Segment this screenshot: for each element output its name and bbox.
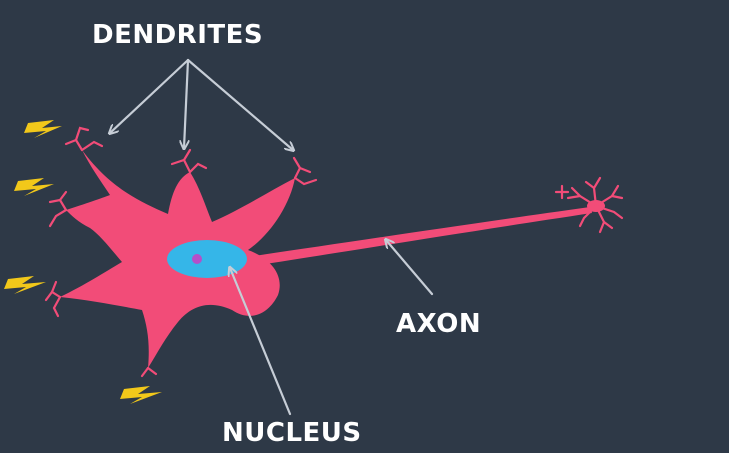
lightning-bolt-icon — [14, 178, 54, 196]
nucleolus — [192, 254, 202, 264]
nucleus — [167, 240, 247, 278]
axon-arrow — [386, 240, 434, 296]
dendrites-arrow-left — [110, 58, 190, 133]
dendrite-branches — [44, 126, 318, 378]
dendrites-arrow-right — [186, 58, 293, 150]
nucleus-label: NUCLEUS — [222, 418, 362, 448]
nucleus-arrow — [230, 268, 292, 416]
pointer-arrows — [110, 58, 434, 416]
dendrites-label: DENDRITES — [92, 20, 264, 50]
dendrites-arrow-center — [184, 58, 188, 148]
lightning-bolt-icon — [120, 386, 162, 404]
axon-label: AXON — [396, 309, 482, 339]
lightning-bolt-icon — [24, 120, 62, 138]
lightning-bolt-icon — [4, 276, 46, 294]
axon-terminal — [554, 176, 624, 234]
axon-shaft — [242, 207, 593, 264]
